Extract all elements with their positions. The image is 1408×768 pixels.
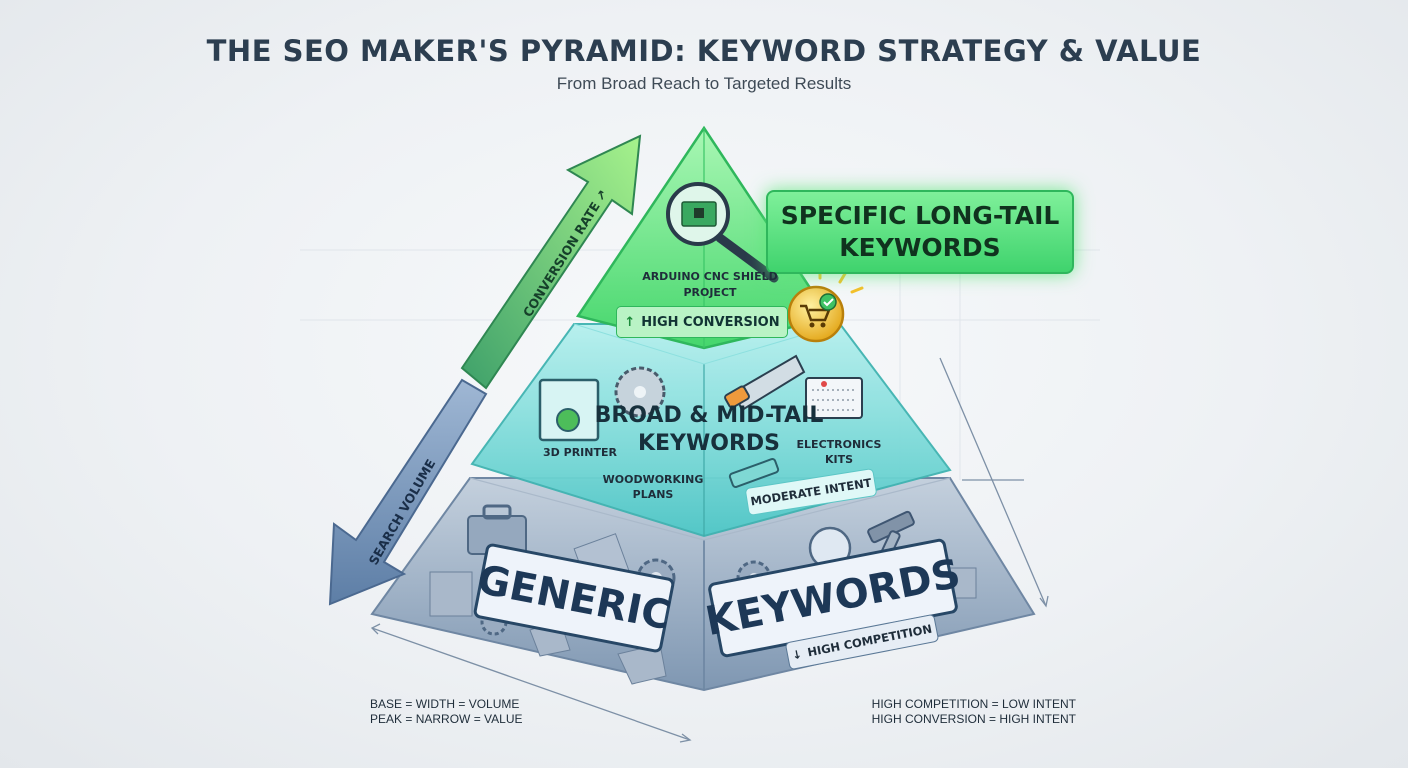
arrow-down-icon: ↓ bbox=[790, 646, 803, 663]
legend-left: BASE = WIDTH = VOLUME PEAK = NARROW = VA… bbox=[370, 697, 523, 727]
shopping-cart-coin-icon bbox=[787, 285, 845, 343]
legend-line: HIGH CONVERSION = HIGH INTENT bbox=[871, 712, 1076, 726]
legend-line: BASE = WIDTH = VOLUME bbox=[370, 697, 520, 711]
legend-line: HIGH COMPETITION = LOW INTENT bbox=[871, 697, 1076, 711]
saw-blade-icon bbox=[614, 366, 666, 418]
middle-tier-example: ELECTRONICS KITS bbox=[796, 438, 882, 466]
top-tier-example: ARDUINO CNC SHIELD PROJECT bbox=[642, 270, 778, 299]
middle-tier-title: BROAD & MID-TAIL KEYWORDS bbox=[594, 403, 824, 456]
top-tier-title: SPECIFIC LONG-TAIL KEYWORDS bbox=[780, 201, 1060, 262]
pencil-icon bbox=[728, 458, 780, 488]
search-volume-arrow bbox=[328, 378, 488, 606]
hand-saw-icon bbox=[724, 354, 806, 412]
3d-printer-icon bbox=[538, 378, 600, 442]
conversion-rate-arrow bbox=[460, 134, 642, 390]
circuit-board-icon bbox=[681, 201, 717, 227]
high-conversion-label: HIGH CONVERSION bbox=[641, 314, 780, 330]
page-subtitle: From Broad Reach to Targeted Results bbox=[556, 74, 852, 93]
high-conversion-badge: ↑ HIGH CONVERSION bbox=[616, 306, 788, 338]
dimension-lines bbox=[370, 357, 1049, 743]
arrow-up-icon: ↑ bbox=[624, 314, 636, 330]
middle-tier-example: 3D PRINTER bbox=[543, 446, 617, 459]
top-tier-banner: SPECIFIC LONG-TAIL KEYWORDS bbox=[766, 190, 1074, 274]
legend-line: PEAK = NARROW = VALUE bbox=[370, 712, 523, 726]
breadboard-icon bbox=[805, 377, 863, 419]
cube-shape bbox=[429, 571, 473, 617]
page-title: THE SEO MAKER'S PYRAMID: KEYWORD STRATEG… bbox=[206, 34, 1202, 68]
legend-right: HIGH COMPETITION = LOW INTENT HIGH CONVE… bbox=[872, 697, 1076, 727]
top-tier bbox=[575, 125, 845, 350]
middle-tier-example: WOODWORKING PLANS bbox=[602, 473, 704, 501]
